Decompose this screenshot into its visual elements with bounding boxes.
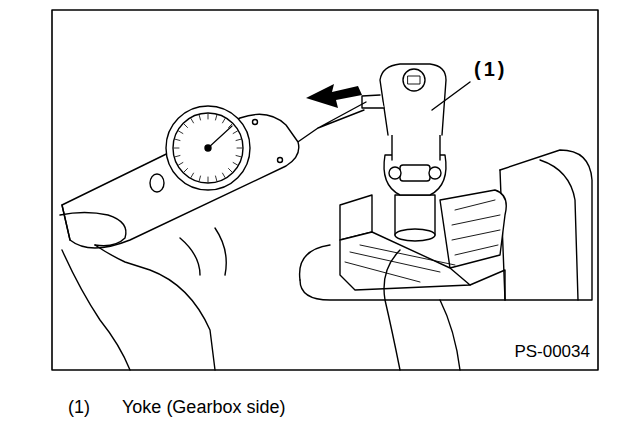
dial-tick <box>184 169 188 173</box>
push-pull-gauge <box>62 106 299 248</box>
dial-tick <box>199 176 200 181</box>
dial-tick <box>208 114 209 119</box>
dial-tick <box>191 119 194 123</box>
part-name: Yoke (Gearbox side) <box>122 398 285 418</box>
dial-tick <box>174 148 179 149</box>
figure-frame <box>52 10 598 370</box>
dial-tick <box>236 139 241 140</box>
hand <box>60 213 460 371</box>
dial-tick <box>216 115 217 120</box>
dial-tick <box>208 177 209 182</box>
figure-code: PS-00034 <box>514 343 590 362</box>
dial-tick <box>223 173 226 177</box>
callout-number: (1) <box>474 58 507 80</box>
dial-tick <box>184 124 188 128</box>
dial-tick <box>179 131 183 134</box>
dial-tick <box>233 131 237 134</box>
dial-tick <box>229 124 233 128</box>
dial-tick <box>237 148 242 149</box>
dial-tick <box>179 163 183 166</box>
dial-tick <box>175 139 180 140</box>
dial-tick <box>216 176 217 181</box>
dial-tick <box>175 156 180 157</box>
yoke <box>362 64 446 241</box>
dial-tick <box>191 173 194 177</box>
gauge-hook <box>292 102 366 146</box>
dial-tick <box>233 163 237 166</box>
dial-tick <box>229 169 233 173</box>
vise <box>300 150 592 300</box>
leader-line <box>432 82 470 110</box>
dial-tick <box>223 119 226 123</box>
dial-tick <box>199 115 200 120</box>
pull-arrow <box>306 84 362 108</box>
callout-number: (1) <box>68 398 90 418</box>
dial-tick <box>236 156 241 157</box>
